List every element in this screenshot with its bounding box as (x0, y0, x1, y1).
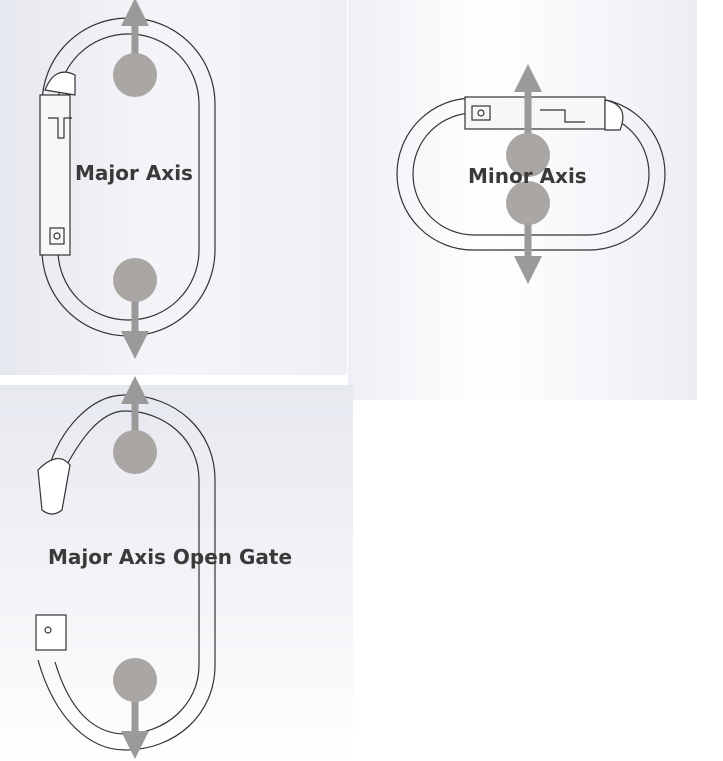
load-point (506, 181, 550, 225)
minor-axis-label: Minor Axis (468, 164, 587, 188)
load-point (113, 258, 157, 302)
major-axis-open-gate-panel (0, 385, 353, 761)
major-axis-label: Major Axis (75, 161, 193, 185)
load-point (506, 133, 550, 177)
carabiner-open-gate (35, 394, 216, 751)
load-point (113, 658, 157, 702)
load-point (113, 430, 157, 474)
load-point (113, 53, 157, 97)
major-axis-open-gate-label: Major Axis Open Gate (48, 545, 293, 569)
